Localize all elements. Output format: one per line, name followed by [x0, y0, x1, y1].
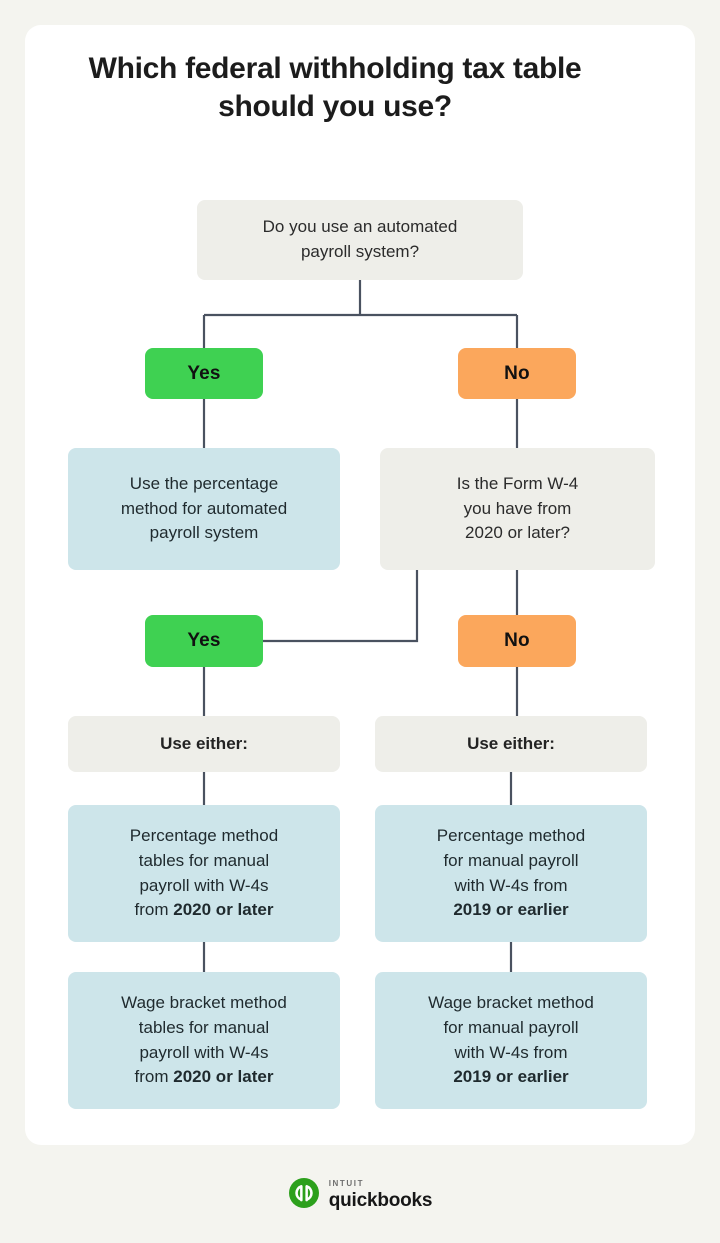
- answer-no-automated-label: No: [504, 362, 530, 384]
- answer-yes-w4-2020-label: Yes: [187, 630, 221, 651]
- quickbooks-logo-icon: [288, 1178, 319, 1208]
- result-wage-bracket-manual-2020-text: Wage bracket method tables for manual pa…: [68, 991, 340, 1090]
- brand-quickbooks-text: quickbooks: [328, 1190, 433, 1211]
- label-use-either-left-text: Use either:: [160, 734, 248, 753]
- result-emphasis: 2020 or later: [173, 900, 274, 920]
- answer-yes-automated[interactable]: Yes: [145, 348, 263, 399]
- result-percentage-manual-2020-text: Percentage method tables for manual payr…: [68, 824, 340, 923]
- page-title: Which federal withholding tax table shou…: [88, 52, 582, 124]
- label-use-either-left: Use either:: [68, 716, 340, 772]
- brand-wordmark: Intuit quickbooks: [329, 1176, 433, 1210]
- question-w4-year-text: Is the Form W-4 you have from 2020 or la…: [456, 474, 579, 543]
- result-percentage-automated-text: Use the percentage method for automated …: [120, 474, 288, 543]
- question-automated-payroll: Do you use an automated payroll system?: [197, 200, 523, 280]
- result-percentage-manual-2020: Percentage method tables for manual payr…: [68, 805, 340, 942]
- answer-no-w4-2020[interactable]: No: [458, 615, 576, 667]
- brand-intuit-text: Intuit: [328, 1175, 365, 1189]
- result-lead: Wage bracket method for manual payroll w…: [428, 993, 594, 1062]
- label-use-either-right-text: Use either:: [467, 734, 555, 753]
- answer-no-w4-2020-label: No: [504, 630, 530, 651]
- answer-yes-w4-2020[interactable]: Yes: [145, 615, 263, 667]
- result-wage-bracket-manual-2020: Wage bracket method tables for manual pa…: [68, 972, 340, 1109]
- result-percentage-manual-2019: Percentage method for manual payroll wit…: [375, 805, 647, 942]
- question-automated-payroll-text: Do you use an automated payroll system?: [262, 217, 458, 261]
- brand-logo: Intuit quickbooks: [0, 1176, 720, 1210]
- result-emphasis: 2020 or later: [173, 1067, 274, 1087]
- result-lead: Percentage method tables for manual payr…: [129, 826, 279, 920]
- result-emphasis: 2019 or earlier: [453, 1067, 569, 1087]
- result-wage-bracket-manual-2019: Wage bracket method for manual payroll w…: [375, 972, 647, 1109]
- answer-yes-automated-label: Yes: [187, 362, 221, 384]
- connector-q2-yes2: [262, 570, 419, 643]
- result-lead: Wage bracket method tables for manual pa…: [121, 993, 287, 1087]
- result-emphasis: 2019 or earlier: [453, 900, 569, 920]
- result-wage-bracket-manual-2019-text: Wage bracket method for manual payroll w…: [375, 991, 647, 1090]
- result-lead: Percentage method for manual payroll wit…: [436, 826, 586, 895]
- question-w4-year: Is the Form W-4 you have from 2020 or la…: [380, 448, 655, 570]
- result-percentage-manual-2019-text: Percentage method for manual payroll wit…: [375, 824, 647, 923]
- answer-no-automated[interactable]: No: [458, 348, 576, 399]
- result-percentage-automated: Use the percentage method for automated …: [68, 448, 340, 570]
- label-use-either-right: Use either:: [375, 716, 647, 772]
